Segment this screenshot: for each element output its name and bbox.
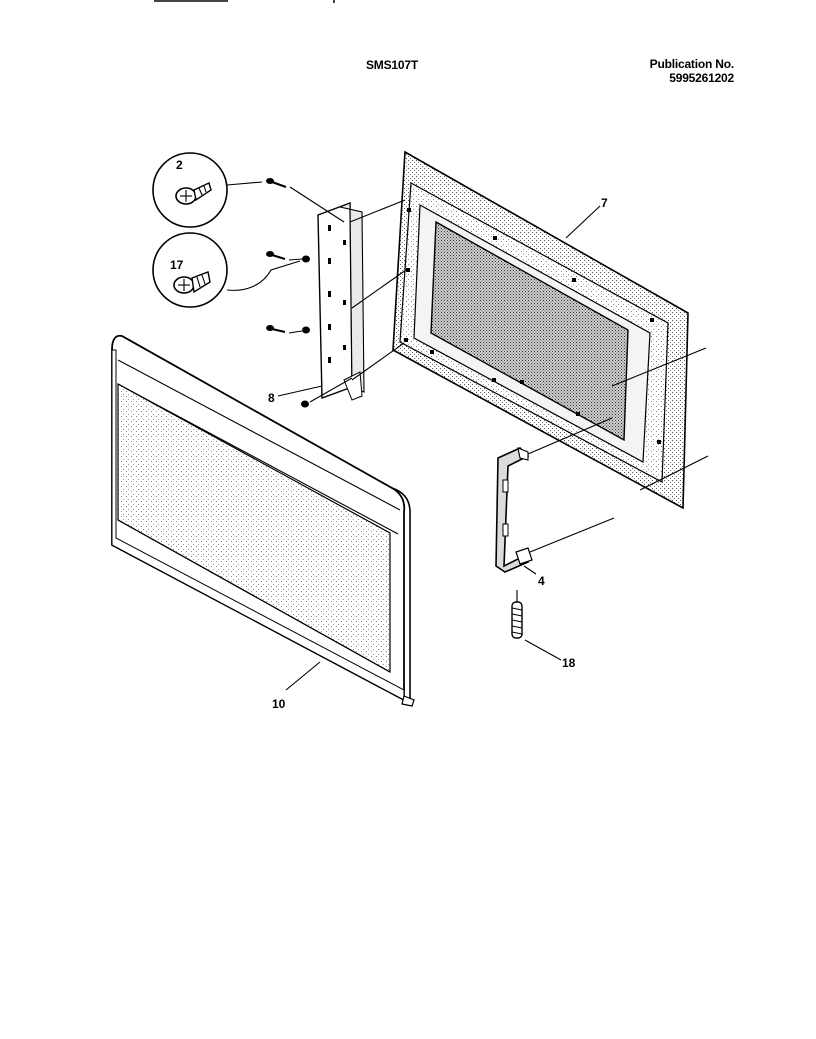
hinge-bracket: [317, 199, 407, 401]
door-frame: [392, 150, 709, 510]
latch-spring: [511, 590, 562, 661]
callout-10-label: 10: [272, 697, 286, 711]
callout-circle-2: 2: [152, 152, 263, 228]
callout-2-label: 2: [176, 158, 183, 172]
publication-info: Publication No. 5995261202: [649, 57, 735, 85]
callout-7-label: 7: [601, 196, 608, 210]
callout-4-label: 4: [538, 574, 545, 588]
top-edge-dot: [333, 0, 335, 3]
screw-set: [266, 178, 353, 408]
callout-17-label: 17: [170, 258, 184, 272]
publication-number: 5995261202: [669, 71, 734, 85]
model-number: SMS107T: [366, 58, 418, 72]
callout-8-label: 8: [268, 391, 275, 405]
door-front-panel: [111, 334, 415, 707]
publication-label: Publication No.: [649, 57, 735, 71]
callout-circle-17: 17: [152, 232, 301, 308]
callout-18-label: 18: [562, 656, 576, 670]
door-latch: [495, 417, 615, 575]
screw-17-icon: [173, 271, 211, 294]
top-edge-mark: [154, 0, 228, 2]
screw-2-icon: [175, 182, 212, 205]
